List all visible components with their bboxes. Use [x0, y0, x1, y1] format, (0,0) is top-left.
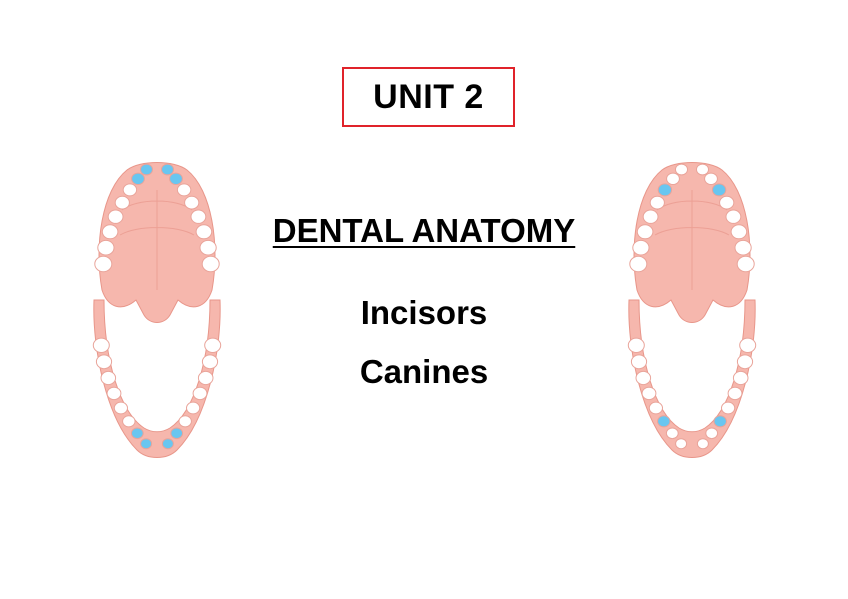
- topic-canines: Canines: [359, 353, 489, 390]
- slide-title: DENTAL ANATOMY: [272, 212, 576, 249]
- upper-arch: [629, 162, 755, 323]
- lower-arch: [92, 299, 222, 458]
- jaw-diagram-canines-highlighted: [627, 162, 757, 458]
- topic-incisors: Incisors: [360, 294, 488, 331]
- lower-arch: [627, 299, 757, 458]
- unit-label-box: UNIT 2: [342, 67, 515, 127]
- upper-arch: [94, 162, 220, 323]
- jaw-diagram-incisors-highlighted: [92, 162, 222, 458]
- unit-label: UNIT 2: [373, 77, 484, 116]
